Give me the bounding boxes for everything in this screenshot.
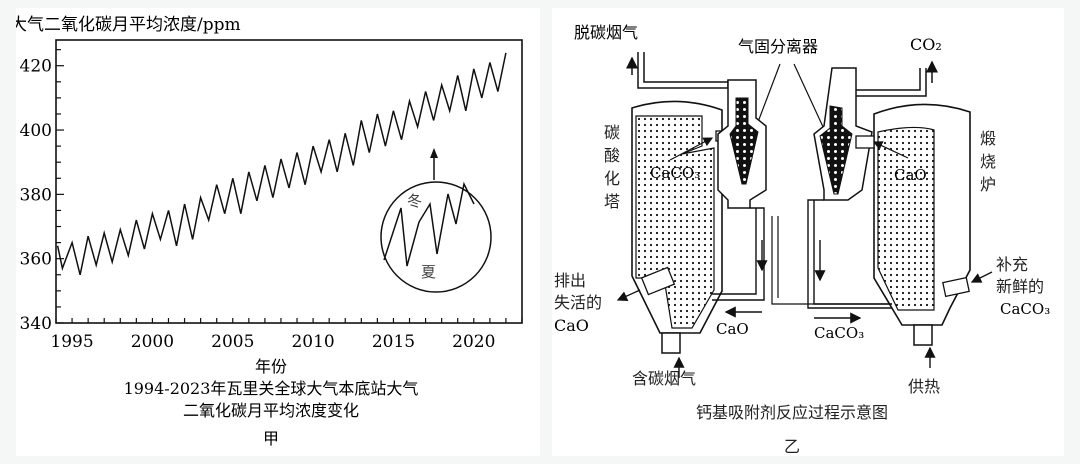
calciner-label-2: 烧 [980, 152, 996, 171]
caco3-in-tower-label: CaCO₃ [650, 164, 700, 182]
carbonation-tower-label-1: 碳 [604, 123, 620, 142]
carbon-flue-gas-label: 含碳烟气 [632, 369, 696, 388]
leader-line [793, 63, 825, 130]
figure-b-caption: 钙基吸附剂反应过程示意图 [696, 403, 888, 422]
co2-series-line [56, 52, 507, 275]
x-tick-label: 2005 [211, 332, 254, 352]
x-tick-label: 2000 [131, 332, 174, 352]
calciner-label-3: 炉 [980, 175, 996, 194]
y-tick-label: 400 [20, 121, 52, 141]
carbonation-tower-label-2: 酸 [604, 146, 620, 165]
x-tick-label: 2010 [291, 332, 334, 352]
x-tick-label: 1995 [50, 332, 93, 352]
caco3-flow-label: CaCO₃ [814, 324, 864, 342]
seasonal-inset: 冬 夏 [380, 148, 492, 293]
co2-line-chart: 大气二氧化碳月平均浓度/ppm 340 360 380 400 420 1995 2000… [10, 15, 523, 448]
heat-supply-label: 供热 [908, 377, 940, 396]
supplement-label-2: 新鲜的 [996, 277, 1044, 296]
chart-title: 大气二氧化碳月平均浓度/ppm [16, 15, 241, 35]
x-tick-label: 2015 [372, 332, 415, 352]
discharge-label-2: 失活的 [554, 293, 602, 312]
figure-b-label: 乙 [784, 437, 800, 456]
discharge-port [640, 266, 676, 296]
summer-label: 夏 [421, 263, 436, 281]
figure-a-label: 甲 [263, 429, 279, 448]
x-axis-label: 年份 [255, 357, 287, 376]
leader-line [757, 63, 781, 123]
discharge-arrow-icon [616, 289, 641, 301]
y-axis: 340 360 380 400 420 [20, 49, 64, 334]
discharge-label-3: CaO [554, 316, 589, 335]
discharge-label-1: 排出 [554, 271, 586, 290]
caption-line-2: 二氧化碳月平均浓度变化 [183, 401, 359, 420]
y-tick-label: 380 [20, 185, 52, 205]
heat-inlet [913, 324, 933, 346]
up-arrow-icon [430, 148, 438, 158]
figure-a-panel: 大气二氧化碳月平均浓度/ppm 340 360 380 400 420 1995 2000… [10, 8, 540, 456]
y-tick-label: 340 [20, 314, 52, 334]
decarb-flue-gas-label: 脱碳烟气 [574, 23, 638, 42]
plot-frame [55, 39, 523, 324]
co2-out-label: CO₂ [910, 35, 942, 54]
carbonation-tower-label-4: 塔 [604, 192, 620, 211]
x-axis: 1995 2000 2005 2010 2015 2020 [50, 318, 523, 352]
separator-label: 气固分离器 [738, 37, 818, 56]
y-tick-label: 360 [20, 250, 52, 270]
calcium-looping-diagram: 脱碳烟气 气固分离器 CO₂ 碳 酸 化 塔 CaCO₃ [554, 23, 1050, 456]
supplement-label-3: CaCO₃ [1000, 300, 1050, 318]
carbonation-tower-label-3: 化 [604, 169, 620, 188]
cao-flow-label: CaO [716, 320, 749, 338]
figure-b-panel: 脱碳烟气 气固分离器 CO₂ 碳 酸 化 塔 CaCO₃ [552, 8, 1064, 456]
supplement-arrow-icon [970, 271, 993, 283]
cao-in-calciner-label: CaO [894, 166, 927, 184]
caption-line-1: 1994-2023年瓦里关全球大气本底站大气 [124, 379, 419, 398]
gas-inlet [661, 332, 681, 354]
y-tick-label: 420 [20, 57, 52, 77]
supplement-port [942, 276, 970, 298]
supplement-label-1: 补充 [996, 255, 1028, 274]
x-tick-label: 2020 [452, 332, 495, 352]
calciner-label-1: 煅 [980, 129, 996, 148]
winter-label: 冬 [407, 192, 422, 210]
